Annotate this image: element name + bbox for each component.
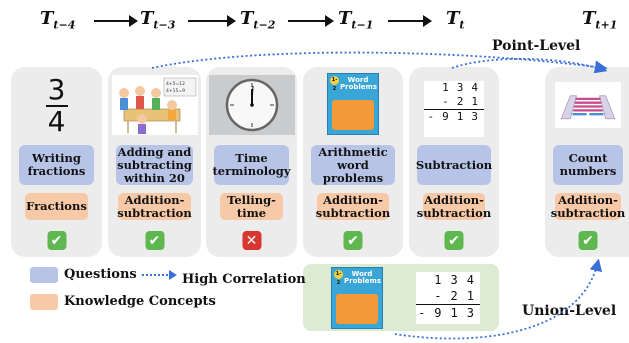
timestep-t: Tt xyxy=(446,8,465,32)
check-icon: ✔ xyxy=(578,231,598,250)
abacus-picture xyxy=(555,81,621,129)
point-level-arrow xyxy=(151,51,608,74)
concept-box: Addition-subtraction xyxy=(315,192,391,220)
question-box: Writing fractions xyxy=(19,145,94,185)
legend-concepts-swatch xyxy=(30,294,58,310)
legend-questions-swatch xyxy=(30,267,58,283)
legend-correlation-arrow xyxy=(142,270,177,280)
concept-box: Fractions xyxy=(25,193,88,220)
fraction-picture: 3 4 xyxy=(14,73,100,138)
wall-clock-picture xyxy=(208,75,295,135)
word-problems-book-picture: 1-2 Word Problems xyxy=(327,73,379,135)
check-icon: ✔ xyxy=(343,231,363,250)
question-box: Time terminology xyxy=(213,145,291,185)
timeline-arrow xyxy=(94,15,138,27)
concept-box: Telling-time xyxy=(220,193,283,220)
check-icon: ✔ xyxy=(47,231,66,250)
union-level-arrow xyxy=(394,258,603,340)
board-text: 4+5=12 xyxy=(166,81,185,87)
legend-questions-label: Questions xyxy=(64,267,137,282)
book-cover-art xyxy=(336,294,378,324)
check-icon: ✔ xyxy=(145,231,164,250)
legend-concepts-label: Knowledge Concepts xyxy=(64,294,216,309)
kids-at-table-picture: 4+5=12 4+15=9 xyxy=(111,75,198,135)
timeline-arrow xyxy=(388,15,432,27)
point-level-arrow xyxy=(451,57,608,74)
fraction-bar xyxy=(45,105,68,107)
question-box: Subtraction xyxy=(416,145,492,185)
question-box: Adding and subtracting within 20 xyxy=(116,144,193,185)
union-level-label: Union-Level xyxy=(522,303,617,319)
fraction-numerator: 3 xyxy=(47,73,66,106)
timestep-t-4: Tt−4 xyxy=(40,8,76,32)
book-title: Word Problems xyxy=(340,76,378,91)
timeline-arrow xyxy=(288,15,334,27)
fraction-denominator: 4 xyxy=(47,105,66,138)
timestep-t-3: Tt−3 xyxy=(140,8,176,32)
grade-badge: 1-2 xyxy=(334,270,343,286)
timestep-t-1: Tt−1 xyxy=(338,8,374,32)
check-icon: ✔ xyxy=(444,231,464,250)
cross-icon: ✕ xyxy=(242,231,261,250)
concept-box: Addition-subtraction xyxy=(550,192,626,220)
question-box: Arithmetic word problems xyxy=(311,145,395,185)
concept-box: Addition-subtraction xyxy=(117,192,192,220)
timeline-arrow xyxy=(188,15,236,27)
svg-text:4+15=9: 4+15=9 xyxy=(166,88,185,94)
step-card-1: 3 4 Writing fractions Fractions ✔ xyxy=(11,67,102,257)
book-title: Word Problems xyxy=(344,270,382,285)
timestep-t-2: Tt−2 xyxy=(240,8,276,32)
grade-badge: 1-2 xyxy=(330,76,339,92)
timestep-t+1: Tt+1 xyxy=(582,8,618,32)
concept-box: Addition-subtraction xyxy=(416,192,492,220)
book-cover-art xyxy=(332,100,374,130)
step-card-6: Count numbers Addition-subtraction ✔ xyxy=(545,67,629,257)
question-box: Count numbers xyxy=(553,145,623,185)
legend-correlation-label: High Correlation xyxy=(182,272,306,287)
step-card-2: 4+5=12 4+15=9 Adding and subtracting wit… xyxy=(108,67,201,257)
step-card-4: 1-2 Word Problems Arithmetic word proble… xyxy=(303,67,403,257)
word-problems-book-picture: 1-2 Word Problems xyxy=(331,267,383,329)
point-level-label: Point-Level xyxy=(492,38,581,54)
step-card-3: Time terminology Telling-time ✕ xyxy=(206,67,297,257)
